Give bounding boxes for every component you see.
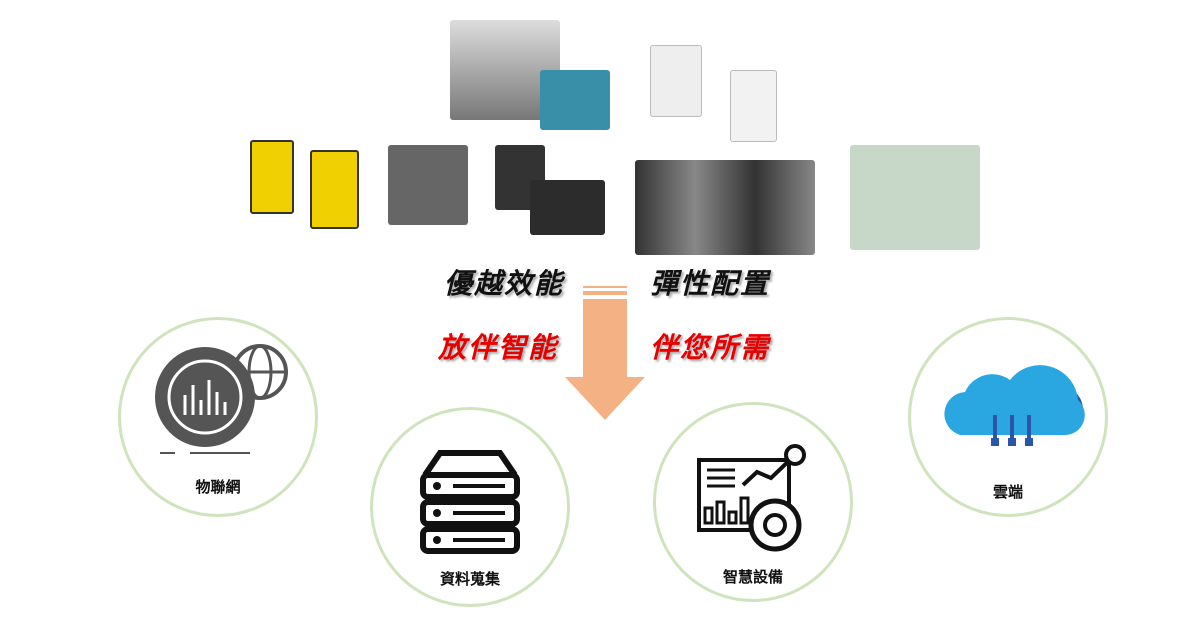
node-data-collection <box>370 407 570 607</box>
node-label-smart-devices: 智慧設備 <box>722 568 783 586</box>
slogan-bottom-left: 放伴智能 <box>438 331 559 364</box>
node-label-cloud: 雲端 <box>992 483 1023 501</box>
slogan-bottom-right: 伴您所需 <box>650 331 771 364</box>
dashboard-analytics-icon <box>697 444 806 552</box>
node-label-data-collection: 資料蒐集 <box>439 570 500 588</box>
down-arrow <box>565 286 645 420</box>
slogan-top-right: 彈性配置 <box>650 267 771 300</box>
iot-globe-chart-icon <box>155 344 288 454</box>
slogan-top-left: 優越效能 <box>444 267 565 300</box>
node-label-iot: 物聯網 <box>195 478 241 496</box>
server-stack-icon <box>420 450 520 554</box>
node-smart-devices <box>653 402 853 602</box>
cloud-icon <box>944 365 1085 446</box>
product-images <box>240 10 1000 260</box>
